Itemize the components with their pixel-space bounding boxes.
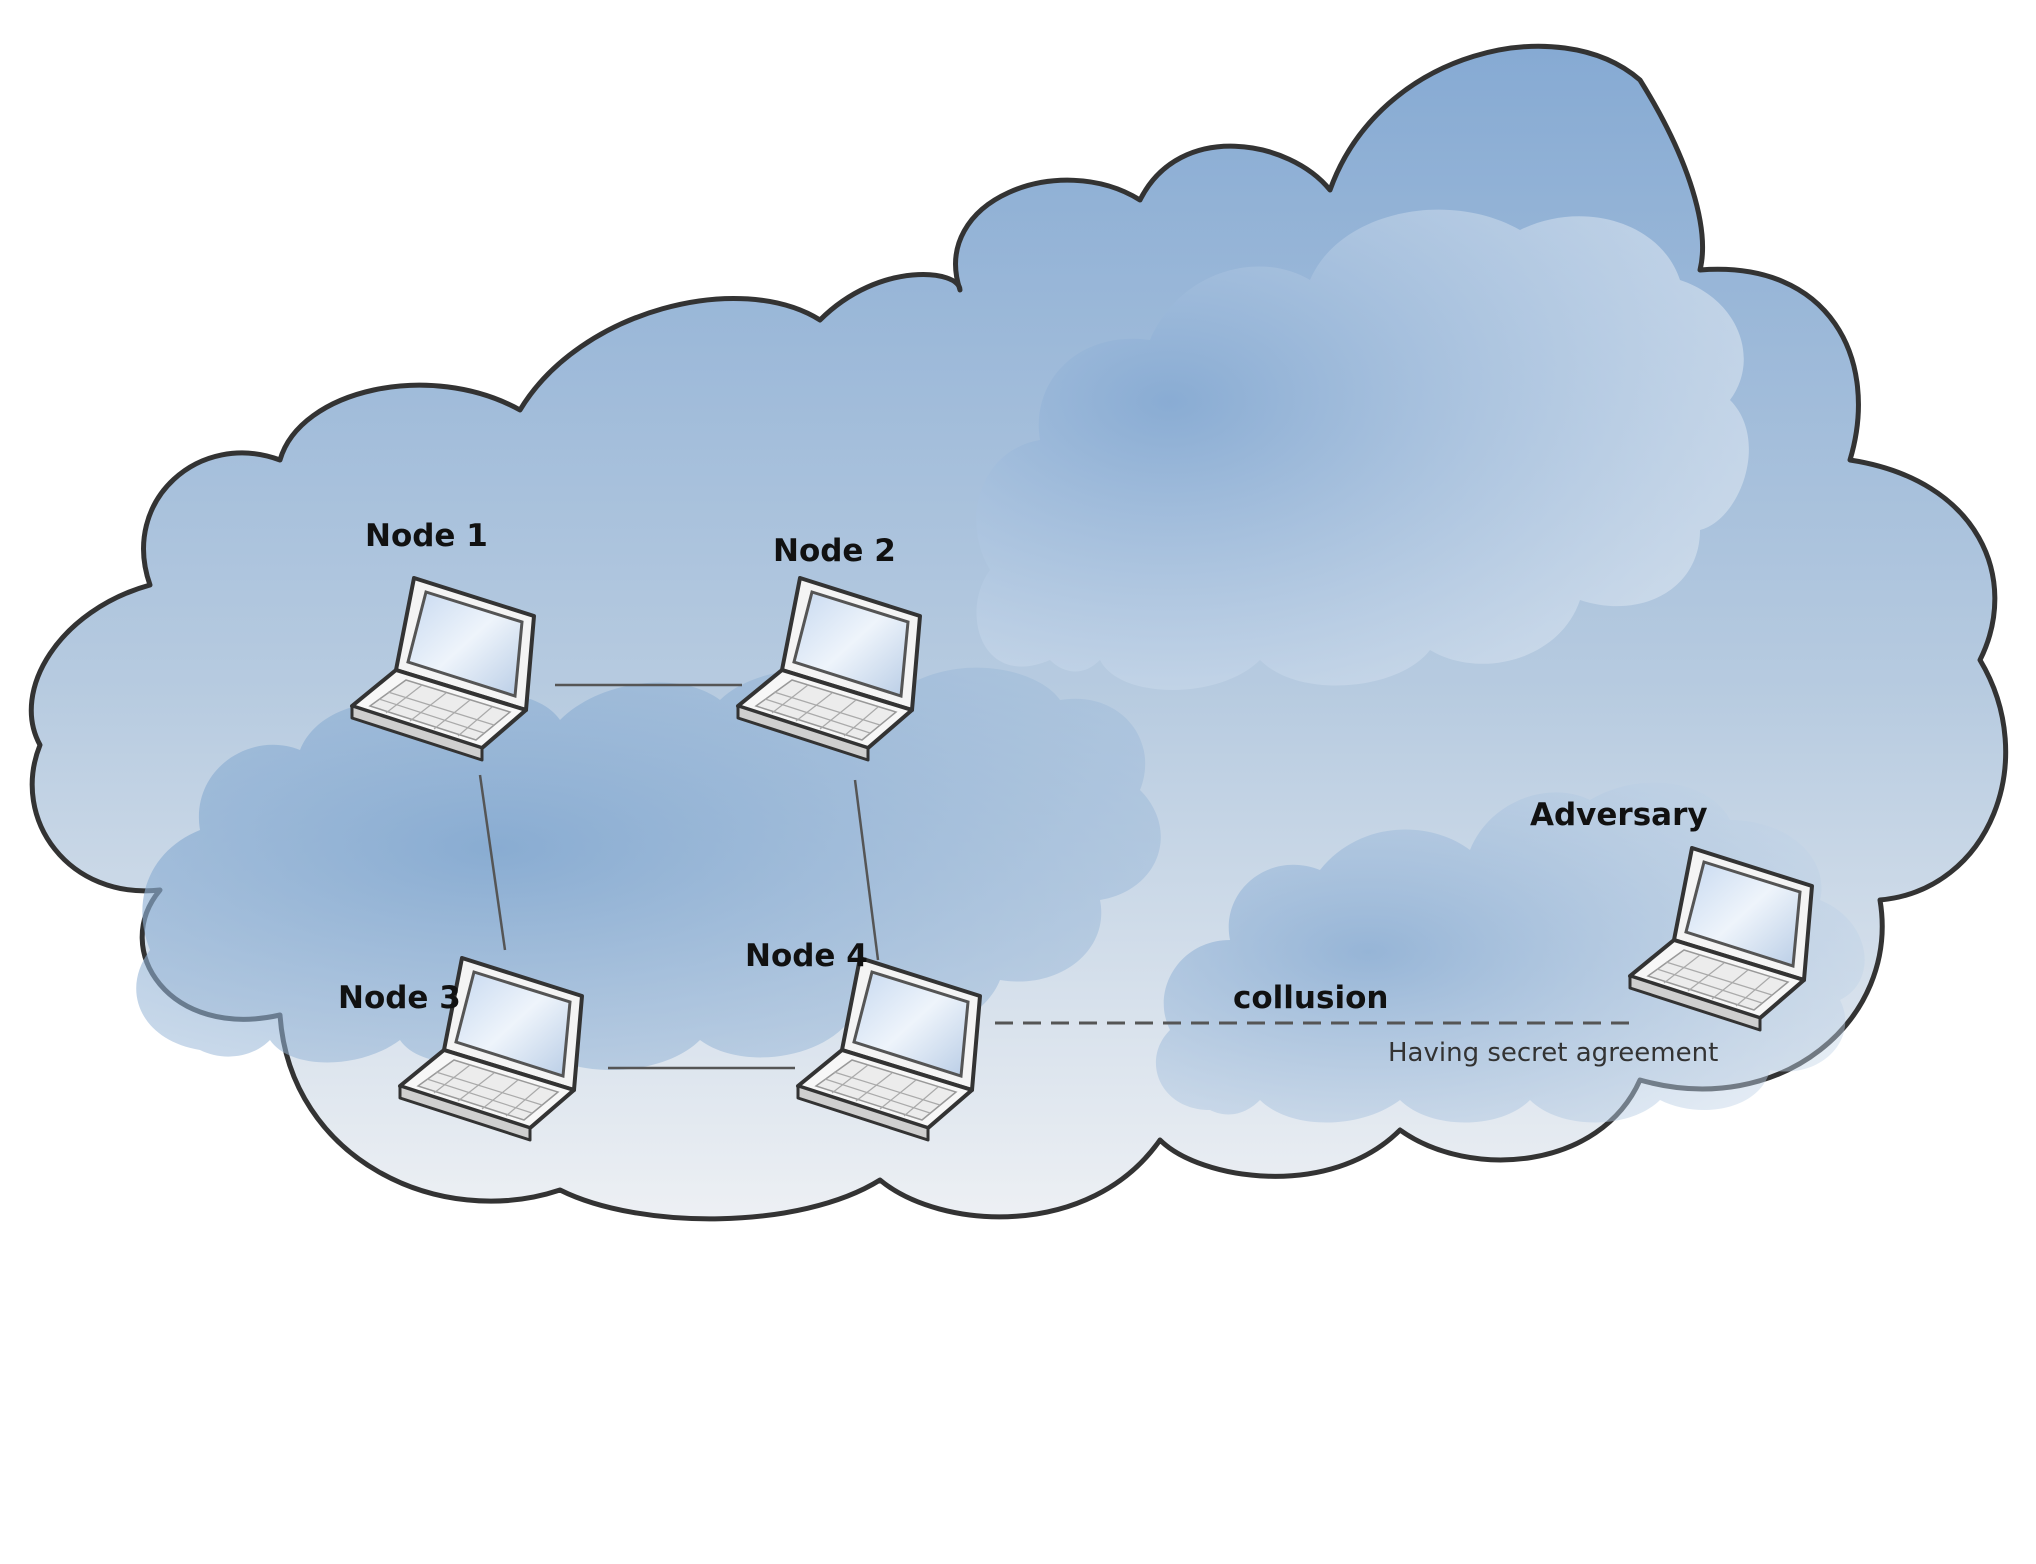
node-3-label: Node 3 (338, 980, 461, 1016)
link-node2-node4 (853, 779, 880, 961)
node-4-label: Node 4 (745, 938, 868, 974)
collusion-label: collusion (1233, 980, 1389, 1016)
secret-agreement-note: Having secret agreement (1388, 1038, 1719, 1068)
network-links (478, 683, 880, 1070)
inner-cloud-left (136, 667, 1161, 1070)
node-1-label: Node 1 (365, 518, 488, 554)
adversary-label: Adversary (1530, 797, 1708, 833)
node-2-label: Node 2 (773, 533, 896, 569)
inner-cloud-upper (976, 209, 1749, 690)
link-node1-node3 (478, 774, 507, 951)
